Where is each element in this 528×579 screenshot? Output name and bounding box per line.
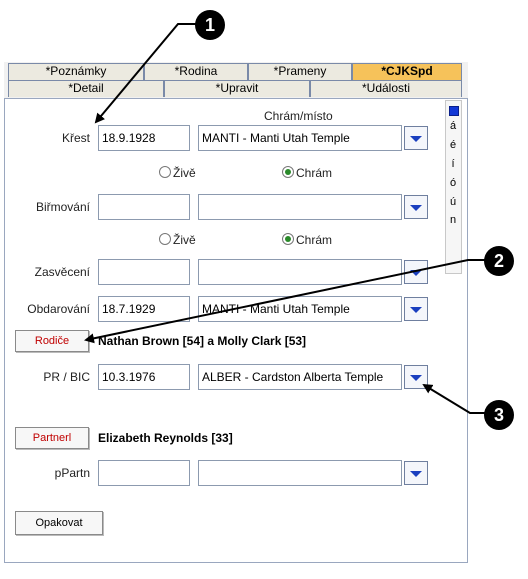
zasveceni-label: Zasvěcení [34, 265, 90, 279]
tab-cjkspd-label: *CJKSpd [381, 64, 433, 78]
opakovat-button-label: Opakovat [35, 517, 83, 529]
column-header-chram-misto: Chrám/místo [264, 109, 333, 123]
accent-char-i[interactable]: í [451, 158, 455, 170]
obdarovani-place-dropdown-icon[interactable] [404, 297, 428, 321]
tab-udalosti[interactable]: *Události [310, 80, 462, 97]
radio-zive-1[interactable]: Živě [159, 166, 196, 180]
tab-rodina[interactable]: *Rodina [144, 63, 248, 80]
tab-poznamky-label: *Poznámky [45, 64, 107, 78]
prbic-label: PR / BIC [43, 370, 90, 384]
krest-label: Křest [61, 131, 90, 145]
radio-zive-1-dot [159, 166, 171, 178]
accent-panel-marker-icon[interactable] [449, 106, 459, 116]
rodice-button[interactable]: Rodiče [15, 330, 89, 352]
radio-zive-2-dot [159, 233, 171, 245]
partner-button-label: Partnerl [32, 432, 72, 444]
rodice-button-label: Rodiče [34, 335, 70, 347]
krest-place-field[interactable]: MANTI - Manti Utah Temple [198, 125, 402, 151]
callout-1-badge: 1 [195, 10, 225, 40]
callout-1-arrow [94, 23, 198, 124]
tab-udalosti-label: *Události [361, 81, 411, 95]
tab-upravit-label: *Upravit [215, 81, 259, 95]
partner-button[interactable]: Partnerl [15, 427, 89, 449]
opakovat-button[interactable]: Opakovat [15, 511, 103, 535]
callout-2-arrow [84, 259, 486, 344]
accent-char-o[interactable]: ó [449, 177, 457, 189]
accent-char-panel [445, 100, 462, 274]
obdarovani-place-field[interactable]: MANTI - Manti Utah Temple [198, 296, 402, 322]
tab-prameny-label: *Prameny [273, 64, 327, 78]
tab-upravit[interactable]: *Upravit [164, 80, 310, 97]
ppartn-date-field[interactable] [98, 460, 190, 486]
tab-cjkspd[interactable]: *CJKSpd [352, 63, 462, 80]
birmovani-place-field[interactable] [198, 194, 402, 220]
birmovani-label: Biřmování [35, 200, 90, 214]
obdarovani-label: Obdarování [27, 302, 90, 316]
tab-detail-label: *Detail [68, 81, 104, 95]
partner-name: Elizabeth Reynolds [33] [98, 431, 233, 445]
radio-zive-2-label: Živě [173, 233, 196, 247]
radio-chram-2[interactable]: Chrám [282, 233, 332, 247]
radio-chram-2-label: Chrám [296, 233, 333, 247]
accent-char-a[interactable]: á [449, 120, 457, 132]
ppartn-label: pPartn [54, 466, 90, 480]
prbic-place-dropdown-icon[interactable] [404, 365, 428, 389]
obdarovani-date-field[interactable]: 18.7.1929 [98, 296, 190, 322]
tab-prameny[interactable]: *Prameny [248, 63, 352, 80]
accent-char-u[interactable]: ú [449, 196, 457, 208]
tab-rodina-label: *Rodina [174, 64, 218, 78]
parents-names: Nathan Brown [54] a Molly Clark [53] [98, 334, 307, 348]
callout-3-arrow [422, 383, 486, 414]
radio-zive-2[interactable]: Živě [159, 233, 196, 247]
radio-zive-1-label: Živě [173, 166, 196, 180]
accent-char-n[interactable]: n [449, 214, 457, 226]
tab-detail[interactable]: *Detail [8, 80, 164, 97]
zasveceni-date-field[interactable] [98, 259, 190, 285]
radio-chram-1-label: Chrám [296, 166, 333, 180]
tab-poznamky[interactable]: *Poznámky [8, 63, 144, 80]
krest-date-field[interactable]: 18.9.1928 [98, 125, 190, 151]
accent-char-e[interactable]: é [449, 139, 457, 151]
ppartn-place-field[interactable] [198, 460, 402, 486]
prbic-date-field[interactable]: 10.3.1976 [98, 364, 190, 390]
radio-chram-1-dot [282, 166, 294, 178]
callout-3-badge: 3 [484, 400, 514, 430]
radio-chram-2-dot [282, 233, 294, 245]
birmovani-date-field[interactable] [98, 194, 190, 220]
ppartn-place-dropdown-icon[interactable] [404, 461, 428, 485]
radio-chram-1[interactable]: Chrám [282, 166, 332, 180]
birmovani-place-dropdown-icon[interactable] [404, 195, 428, 219]
prbic-place-field[interactable]: ALBER - Cardston Alberta Temple [198, 364, 402, 390]
krest-place-dropdown-icon[interactable] [404, 126, 428, 150]
callout-2-badge: 2 [484, 246, 514, 276]
